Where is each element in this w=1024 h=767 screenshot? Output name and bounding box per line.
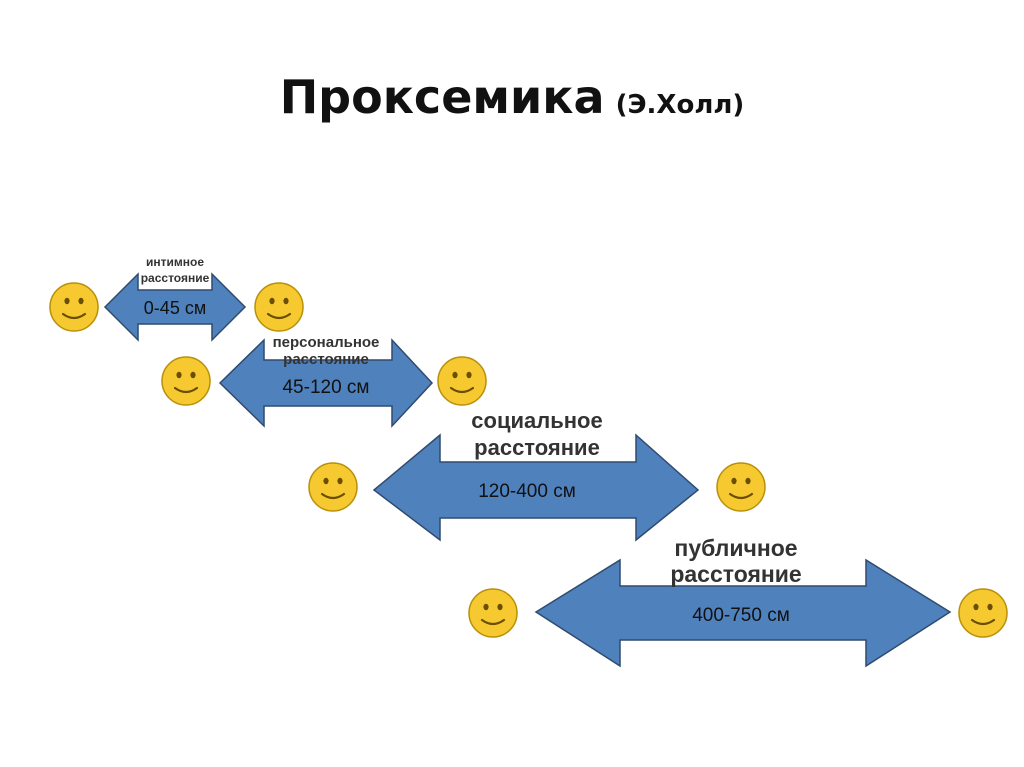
double-arrow-personal xyxy=(218,338,434,428)
zone-label-line1: публичное xyxy=(674,535,797,561)
smiley-face-icon xyxy=(307,461,359,513)
zone-label-line2: расстояние xyxy=(283,351,369,368)
zone-distance: 0-45 см xyxy=(144,298,206,318)
zone-social: социальное расстояние 120-400 см xyxy=(307,408,767,542)
double-arrow-social xyxy=(372,433,700,542)
zone-distance: 400-750 см xyxy=(692,605,790,626)
zone-distance: 45-120 см xyxy=(282,377,369,398)
slide-title: Проксемика (Э.Холл) xyxy=(0,70,1024,124)
zone-public: публичное расстояние 400-750 см xyxy=(467,535,1009,668)
smiley-face-icon xyxy=(436,355,488,407)
smiley-face-icon xyxy=(253,281,305,333)
zone-personal: персональное расстояние 45-120 см xyxy=(160,334,488,428)
smiley-face-icon xyxy=(160,355,212,407)
double-arrow-intimate xyxy=(103,272,247,342)
zone-label-line1: социальное xyxy=(471,408,602,433)
zone-label-line2: расстояние xyxy=(670,561,801,587)
smiley-face-icon xyxy=(467,587,519,639)
zone-distance: 120-400 см xyxy=(478,481,576,502)
zone-label-line2: расстояние xyxy=(474,435,600,460)
double-arrow-public xyxy=(534,558,952,668)
smiley-face-icon xyxy=(715,461,767,513)
title-subtitle: (Э.Холл) xyxy=(615,90,745,120)
zone-label-line1: персональное xyxy=(273,334,380,351)
smiley-face-icon xyxy=(48,281,100,333)
zone-label-line2: расстояние xyxy=(141,271,210,285)
zone-label-line1: интимное xyxy=(146,255,204,269)
smiley-face-icon xyxy=(957,587,1009,639)
zone-intimate: интимное расстояние 0-45 см xyxy=(48,255,305,342)
title-main: Проксемика xyxy=(279,70,605,124)
